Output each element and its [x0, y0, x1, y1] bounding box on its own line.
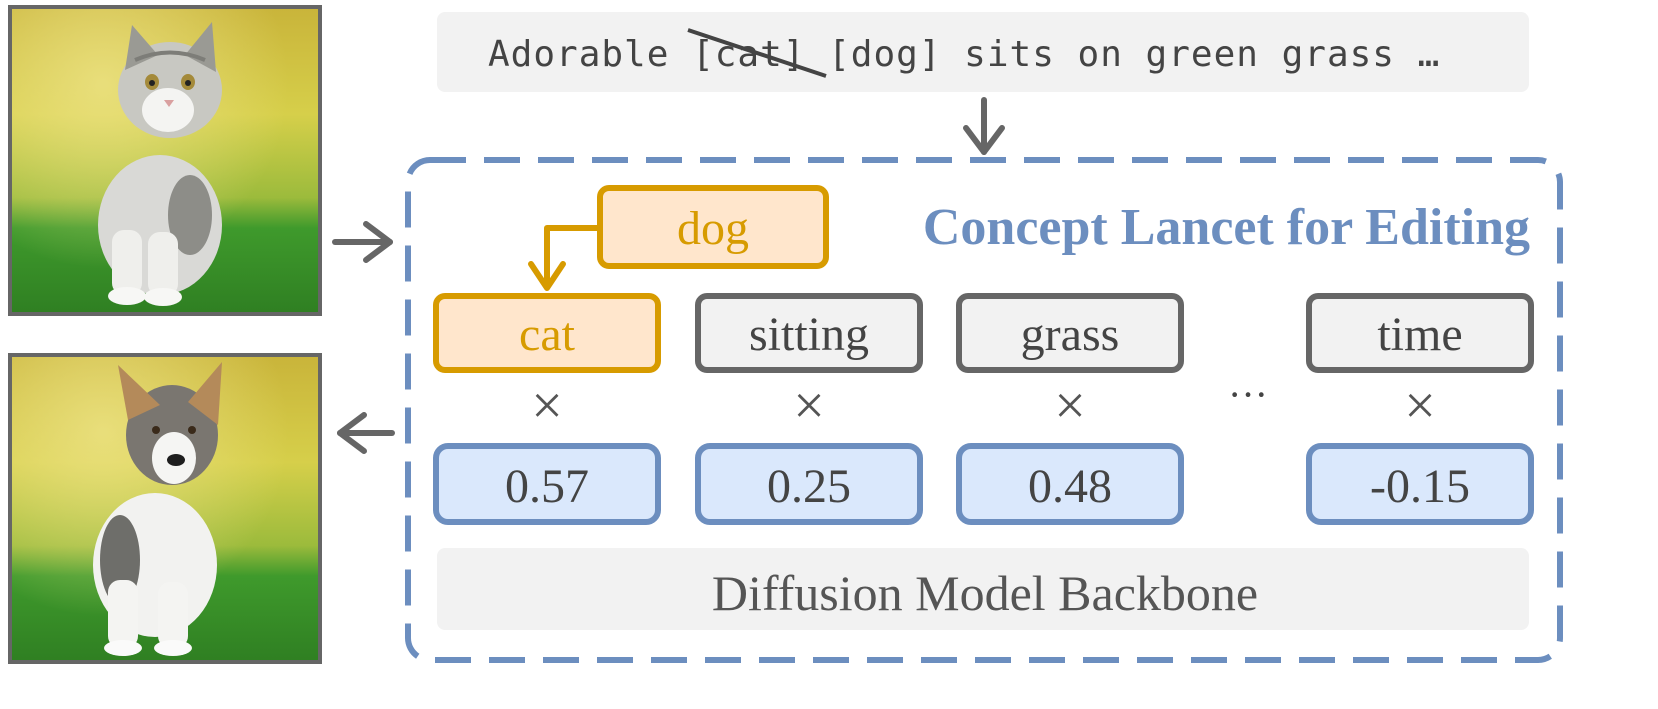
concept-lancet-panel [405, 157, 1563, 663]
coefficient-box-cat: 0.57 [433, 443, 661, 525]
prompt-text: Adorable [cat] [dog] sits on green grass… [488, 34, 1440, 75]
ellipsis: ··· [1228, 372, 1268, 417]
coefficient-box-time: -0.15 [1306, 443, 1534, 525]
multiply-icon: × [531, 375, 563, 437]
backbone-label: Diffusion Model Backbone [712, 565, 1258, 621]
replacement-label: dog [677, 202, 749, 255]
arrow-out-of-panel [337, 412, 395, 454]
prompt-struck-word: [cat] [692, 34, 805, 75]
strike-through-line [687, 28, 827, 78]
multiply-icon: × [793, 375, 825, 437]
replacement-arrow [528, 225, 603, 291]
coefficient-box-grass: 0.48 [956, 443, 1184, 525]
concept-label: grass [1021, 308, 1120, 361]
multiply-icon: × [1404, 375, 1436, 437]
coefficient-value: -0.15 [1370, 460, 1470, 513]
concept-row: cat sitting grass time [433, 293, 1534, 373]
concept-label: sitting [749, 308, 869, 361]
output-image [8, 353, 322, 664]
prompt-box: Adorable [cat] [dog] sits on green grass… [437, 12, 1529, 92]
coefficient-value: 0.25 [767, 460, 851, 513]
multiply-row: × × × × [531, 375, 1436, 437]
coefficient-box-sitting: 0.25 [695, 443, 923, 525]
input-image [8, 5, 322, 316]
coefficient-value: 0.48 [1028, 460, 1112, 513]
arrow-into-panel [332, 221, 393, 263]
concept-label: cat [519, 308, 576, 361]
panel-title: Concept Lancet for Editing [923, 199, 1530, 256]
concept-box-grass: grass [956, 293, 1184, 373]
puppy-figure [93, 362, 222, 656]
concept-box-cat: cat [433, 293, 661, 373]
concept-box-sitting: sitting [695, 293, 923, 373]
multiply-icon: × [1054, 375, 1086, 437]
backbone-box: Diffusion Model Backbone [437, 548, 1529, 630]
coefficient-row: 0.57 0.25 0.48 -0.15 [433, 443, 1534, 525]
kitten-figure [98, 22, 222, 306]
concept-label: time [1377, 308, 1462, 361]
replacement-concept-box: dog [597, 185, 829, 269]
coefficient-value: 0.57 [505, 460, 589, 513]
concept-box-time: time [1306, 293, 1534, 373]
arrow-prompt-to-panel [963, 97, 1005, 155]
